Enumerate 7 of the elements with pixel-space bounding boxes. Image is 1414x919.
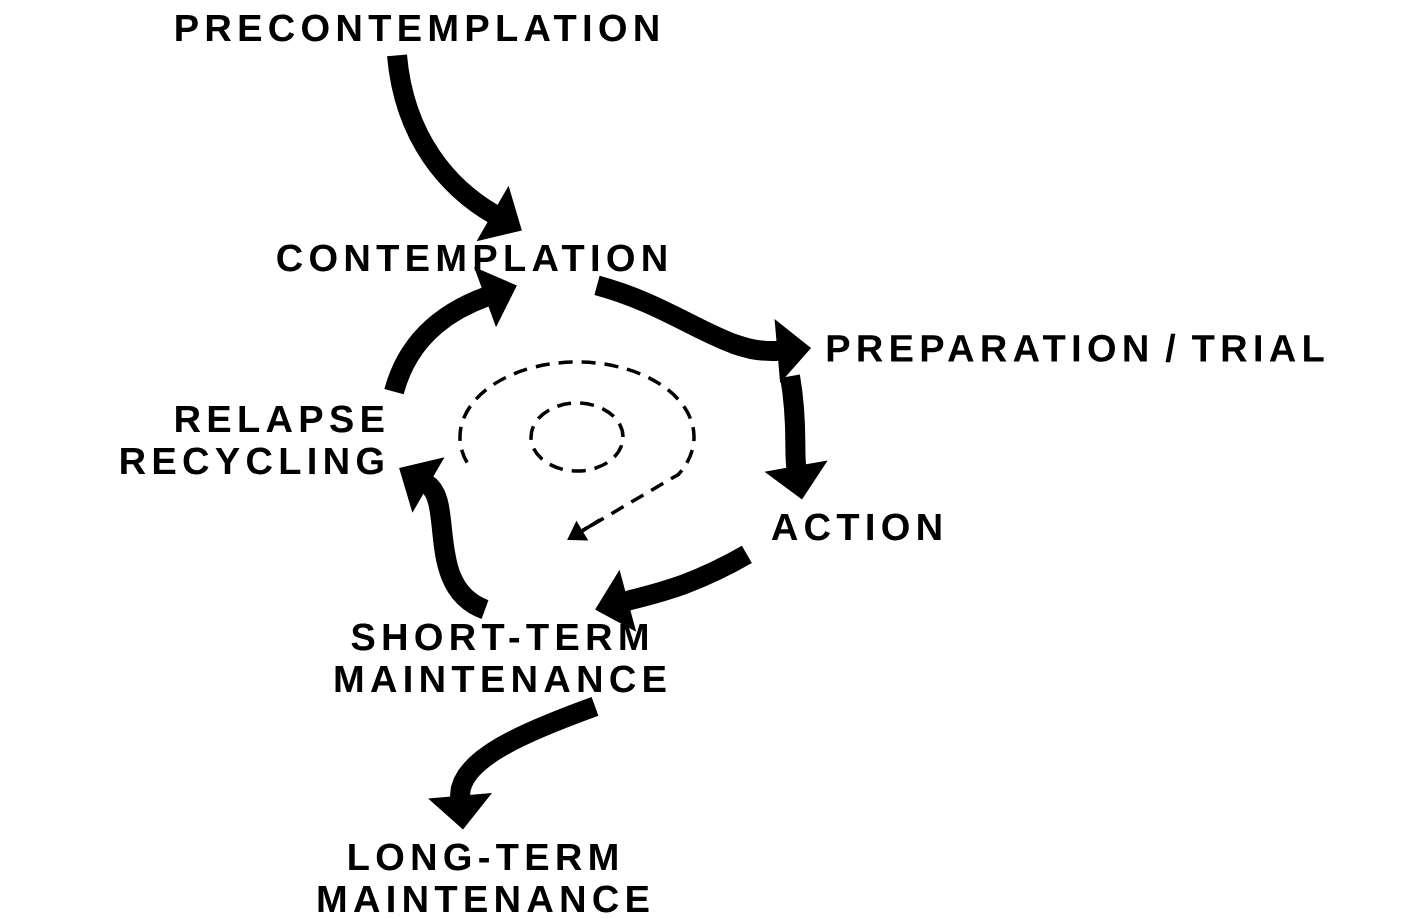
stage-label: RELAPSE RECYCLING [121, 405, 384, 475]
stage-label: CONTEMPLATION [277, 244, 666, 272]
stage-label: ACTION [771, 513, 941, 541]
stage-label: PRECONTEMPLATION [176, 14, 658, 42]
stage-label: PREPARATION / TRIAL [827, 333, 1324, 363]
stage-label: SHORT-TERM MAINTENANCE [335, 623, 666, 693]
stage-label: LONG-TERM MAINTENANCE [318, 843, 649, 913]
